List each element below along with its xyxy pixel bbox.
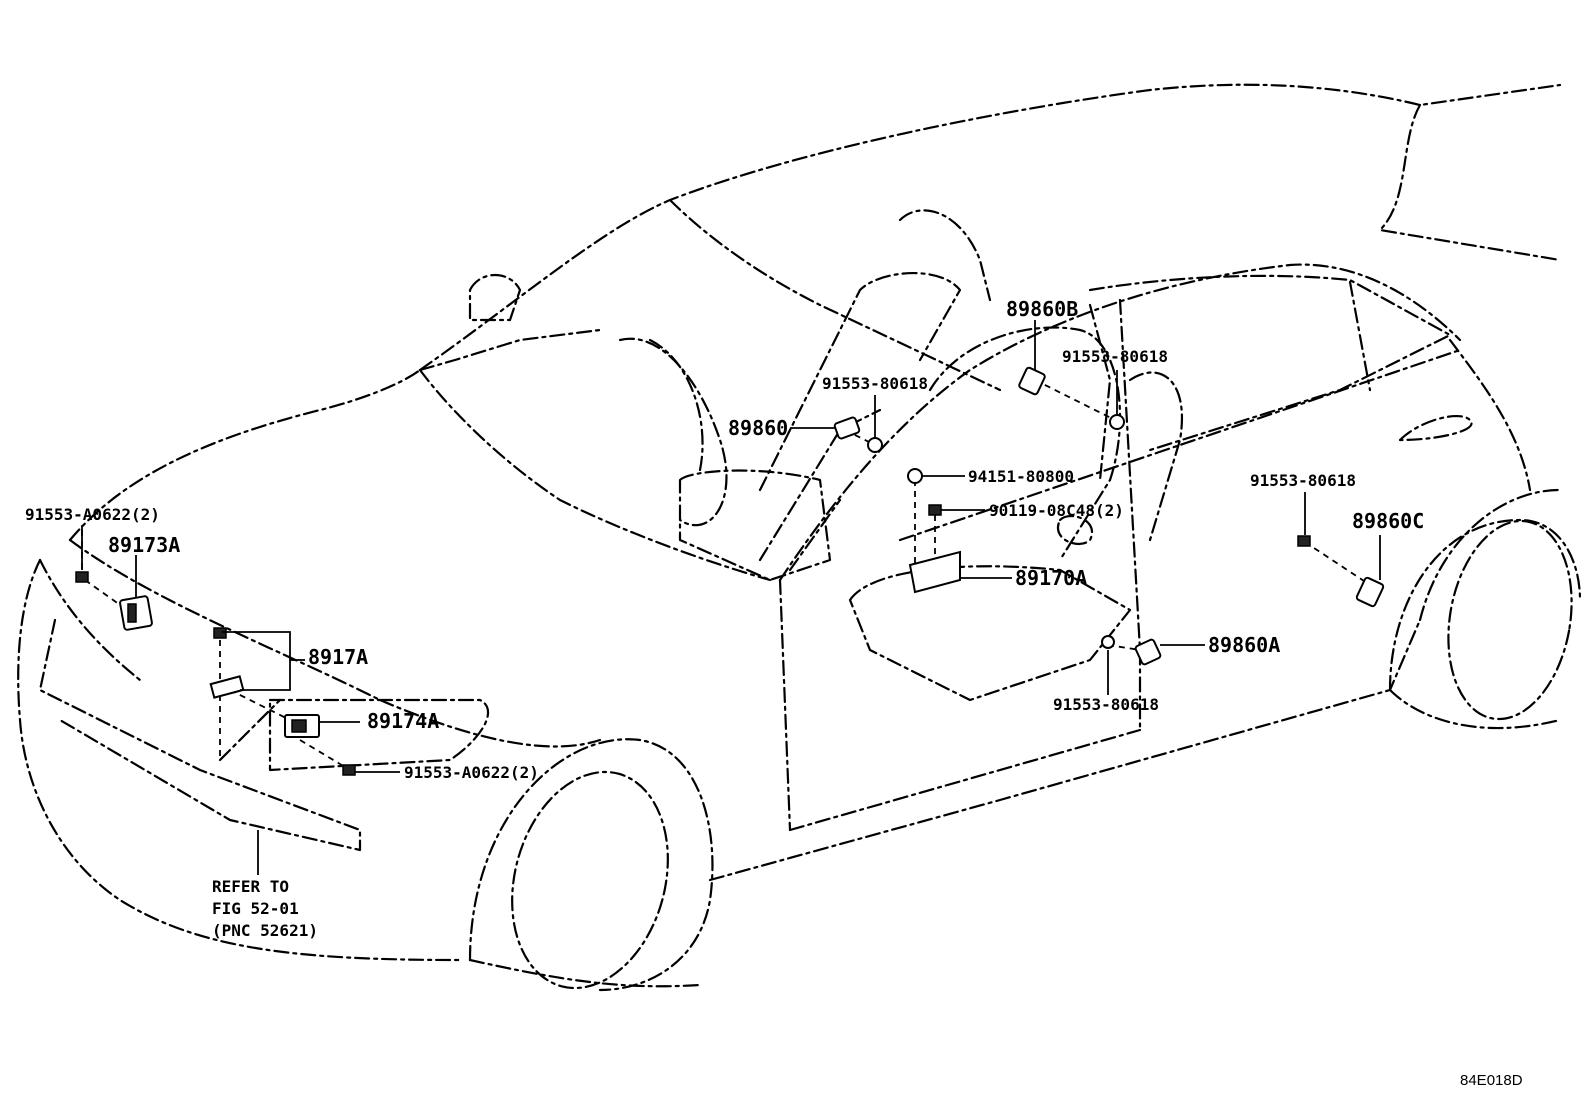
sensor-89174a-icon: [284, 714, 320, 738]
bolt-icon: [75, 571, 89, 583]
bracket-icon: [209, 675, 245, 699]
bolt-icon: [1101, 635, 1115, 649]
figure-code: 84E018D: [1460, 1072, 1523, 1089]
car-body-outline: [17, 83, 1562, 988]
label-94151-80800: 94151-80800: [968, 467, 1074, 486]
sensor-89860a-icon: [1134, 638, 1162, 666]
label-89860: 89860: [728, 416, 788, 440]
assembly-lines: [81, 379, 1371, 771]
label-90119-08c48: 90119-08C48(2): [989, 501, 1124, 520]
label-89174a: 89174A: [367, 709, 439, 733]
bolt-icon: [1109, 414, 1125, 430]
label-89170a: 89170A: [1015, 566, 1087, 590]
label-89860b: 89860B: [1006, 297, 1078, 321]
part-labels: 91553-A0622(2) 89173A 8917A 89174A 91553…: [25, 297, 1523, 1089]
label-89860a: 89860A: [1208, 633, 1280, 657]
label-91553-80618-low: 91553-80618: [1053, 695, 1159, 714]
label-91553-80618-front: 91553-80618: [822, 374, 928, 393]
sensor-89860c-icon: [1355, 576, 1385, 608]
bolt-icon: [213, 627, 227, 639]
rear-wheel: [1388, 488, 1582, 721]
label-91553-a0622-top: 91553-A0622(2): [25, 505, 160, 524]
label-91553-80618-right: 91553-80618: [1250, 471, 1356, 490]
label-8917a: 8917A: [308, 645, 368, 669]
refer-note-line2: FIG 52-01: [212, 899, 299, 918]
label-89860c: 89860C: [1352, 509, 1424, 533]
label-89173a: 89173A: [108, 533, 180, 557]
front-wheel: [468, 738, 714, 992]
sensor-89860b-icon: [1018, 366, 1046, 396]
bolt-icon: [928, 504, 942, 516]
sensor-89860-icon: [833, 416, 861, 440]
nut-icon: [907, 468, 923, 484]
label-91553-80618-b: 91553-80618: [1062, 347, 1168, 366]
refer-note-line1: REFER TO: [212, 877, 289, 896]
bolt-icon: [867, 437, 883, 453]
parts: [75, 366, 1385, 776]
airbag-ecu-89170a-icon: [908, 550, 961, 594]
interior-seats: [468, 209, 1183, 702]
bolt-icon: [1297, 535, 1311, 547]
leader-lines: [81, 320, 1381, 875]
label-91553-a0622-bottom: 91553-A0622(2): [404, 763, 539, 782]
sensor-89173a-icon: [119, 595, 153, 631]
bolt-icon: [342, 764, 356, 776]
refer-note-line3: (PNC 52621): [212, 921, 318, 940]
